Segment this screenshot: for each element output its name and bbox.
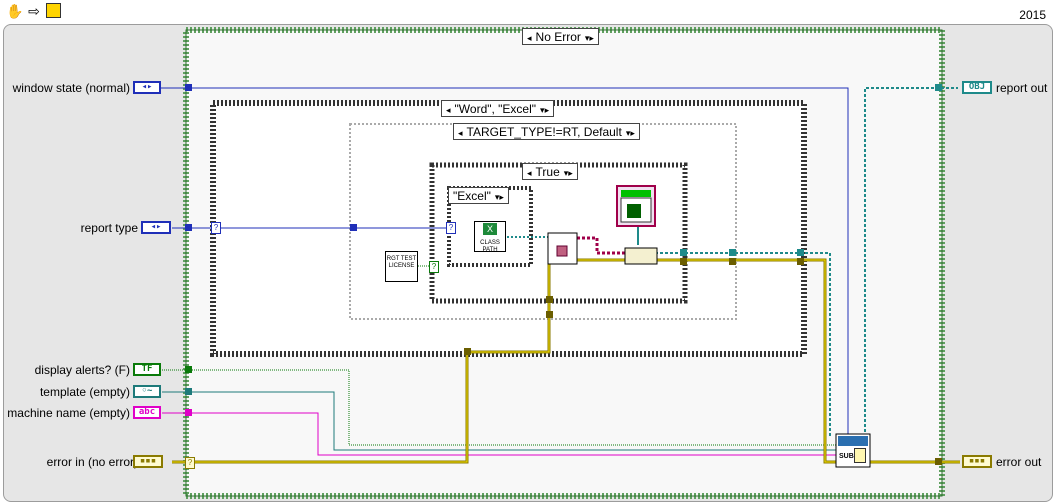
input-label-machine-name: machine name (empty) bbox=[7, 406, 130, 420]
input-label-report-type: report type bbox=[80, 221, 138, 235]
version-label: 2015 bbox=[1019, 8, 1046, 22]
license-node[interactable]: RGT TEST LICENSE bbox=[385, 251, 418, 282]
error-out-terminal[interactable]: ▪▪▪ bbox=[962, 455, 992, 468]
selector-dropdown-icon[interactable]: ▾▸ bbox=[625, 128, 635, 138]
display-alerts-terminal[interactable]: TF bbox=[133, 363, 161, 376]
case-selector-terminal-icon: ? bbox=[185, 457, 195, 469]
word-excel-selector[interactable]: ◂"Word", "Excel"▾▸ bbox=[441, 100, 555, 117]
vi-icon[interactable] bbox=[46, 3, 61, 18]
case-selector-terminal-icon: ? bbox=[446, 222, 456, 234]
tunnel-error-2 bbox=[546, 311, 553, 318]
tunnel-display-alerts bbox=[185, 366, 192, 373]
tunnel-obj-2 bbox=[729, 249, 736, 256]
class-path-node[interactable]: CLASS PATH bbox=[474, 221, 506, 253]
tunnel-machine-name bbox=[185, 409, 192, 416]
wire-class bbox=[577, 236, 625, 255]
window-state-terminal[interactable]: ◂▸ bbox=[133, 81, 161, 94]
tunnel-obj-1 bbox=[680, 249, 687, 256]
selector-dropdown-icon[interactable]: ▾▸ bbox=[494, 192, 504, 202]
wire-machine-name bbox=[162, 412, 842, 456]
tunnel-obj-3 bbox=[797, 249, 804, 256]
tunnel-err-6 bbox=[797, 258, 804, 265]
output-label-error-out: error out bbox=[996, 455, 1042, 469]
document-icon bbox=[854, 448, 866, 463]
selector-left-arrow-icon[interactable]: ◂ bbox=[527, 168, 532, 178]
wire-template bbox=[162, 391, 842, 451]
tunnel-target bbox=[350, 224, 357, 231]
hand-icon[interactable]: ✋ bbox=[6, 3, 24, 19]
tunnel-error-3 bbox=[546, 296, 553, 303]
excel-icon: X bbox=[483, 223, 497, 235]
input-label-display-alerts: display alerts? (F) bbox=[34, 363, 130, 377]
wire-display-alerts bbox=[162, 369, 842, 446]
case-selector-terminal-icon: ? bbox=[211, 222, 221, 234]
tunnel-error-out bbox=[935, 458, 942, 465]
excel-case-selector[interactable]: "Excel"▾▸ bbox=[448, 187, 509, 204]
wire-object bbox=[655, 252, 831, 437]
selector-dropdown-icon[interactable]: ▾▸ bbox=[540, 105, 550, 115]
invoke-node-icon bbox=[624, 247, 658, 265]
machine-name-terminal[interactable]: abc bbox=[133, 406, 161, 419]
tunnel-report-type bbox=[185, 224, 192, 231]
report-type-terminal[interactable]: ◂▸ bbox=[141, 221, 171, 234]
input-label-window-state: window state (normal) bbox=[12, 81, 130, 95]
output-label-report-out: report out bbox=[996, 81, 1048, 95]
input-label-template: template (empty) bbox=[39, 385, 130, 399]
tunnel-template bbox=[185, 388, 192, 395]
case-selector-terminal-icon: ? bbox=[429, 261, 439, 273]
selector-left-arrow-icon[interactable]: ◂ bbox=[458, 128, 463, 138]
sub-node-label[interactable]: SUB bbox=[839, 453, 854, 460]
wire-error-in-inner bbox=[172, 259, 842, 463]
wire-report-out bbox=[864, 87, 958, 437]
tunnel-report-out bbox=[935, 84, 942, 91]
target-selector[interactable]: ◂TARGET_TYPE!=RT, Default▾▸ bbox=[453, 123, 640, 140]
outer-case-selector[interactable]: ◂No Error▾▸ bbox=[522, 28, 599, 45]
selector-dropdown-icon[interactable]: ▾▸ bbox=[563, 168, 573, 178]
tunnel-err-5 bbox=[729, 258, 736, 265]
wire-window-state bbox=[160, 87, 849, 437]
report-out-terminal[interactable]: OBJ bbox=[962, 81, 992, 94]
tunnel-error-1 bbox=[464, 348, 471, 355]
template-terminal[interactable]: ◦~ bbox=[133, 385, 161, 398]
true-case-selector[interactable]: ◂True▾▸ bbox=[522, 163, 578, 180]
selector-left-arrow-icon[interactable]: ◂ bbox=[527, 33, 532, 43]
run-arrow-icon[interactable]: ⇨ bbox=[28, 3, 40, 19]
input-label-error-in: error in (no error) bbox=[46, 455, 138, 469]
selector-left-arrow-icon[interactable]: ◂ bbox=[446, 105, 451, 115]
tunnel-window-state bbox=[185, 84, 192, 91]
selector-dropdown-icon[interactable]: ▾▸ bbox=[584, 33, 594, 43]
tunnel-err-4 bbox=[680, 258, 687, 265]
error-in-terminal[interactable]: ▪▪▪ bbox=[133, 455, 163, 468]
